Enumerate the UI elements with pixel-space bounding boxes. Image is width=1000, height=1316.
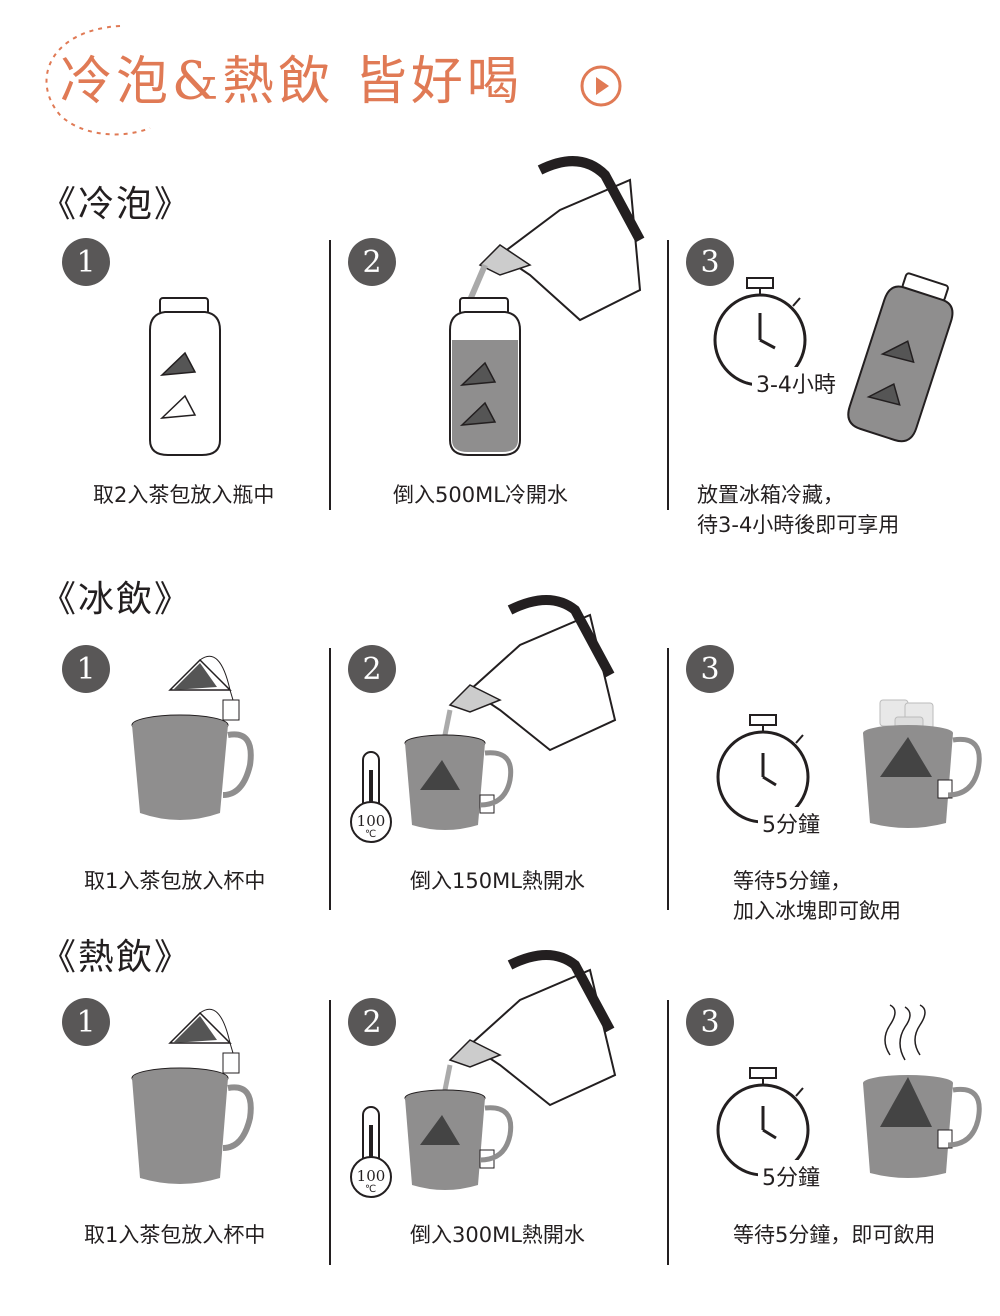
steam-icon xyxy=(863,1004,982,1178)
timer-label: 3-4小時 xyxy=(752,367,840,399)
play-icon[interactable] xyxy=(580,65,622,107)
mug-icon xyxy=(131,655,254,820)
kettle-icon xyxy=(467,156,645,322)
page-title: 冷泡&熱飲 皆好喝 xyxy=(60,52,523,112)
header-decoration xyxy=(45,25,622,136)
mug-icon xyxy=(131,1008,254,1184)
timer-label: 5分鐘 xyxy=(758,1160,824,1192)
section-title-cold-brew: 《冷泡》 xyxy=(40,184,193,225)
timer-icon xyxy=(716,714,810,824)
step-caption: 待3-4小時後即可享用 xyxy=(697,513,900,537)
divider xyxy=(667,648,669,910)
timer-label: 5分鐘 xyxy=(758,807,824,839)
mug-icon xyxy=(404,734,514,830)
divider xyxy=(329,240,331,510)
step-caption: 取1入茶包放入杯中 xyxy=(84,1223,266,1247)
divider xyxy=(329,648,331,910)
step-number: 2 xyxy=(348,238,396,286)
bottle-icon xyxy=(449,297,521,456)
divider xyxy=(667,240,669,510)
bottle-icon xyxy=(847,272,954,443)
ice-icon xyxy=(863,699,982,828)
mug-icon xyxy=(404,1089,514,1190)
thermometer-value: 100 xyxy=(356,812,386,830)
step-caption: 取1入茶包放入杯中 xyxy=(84,869,266,893)
step-number: 1 xyxy=(62,998,110,1046)
step-caption: 等待5分鐘，即可飲用 xyxy=(733,1223,936,1247)
thermometer-icon xyxy=(350,751,392,843)
step-number: 1 xyxy=(62,238,110,286)
divider xyxy=(329,1000,331,1265)
section-title-hot: 《熱飲》 xyxy=(40,937,193,978)
step-number: 1 xyxy=(62,645,110,693)
step-number: 2 xyxy=(348,645,396,693)
step-caption: 倒入300ML熱開水 xyxy=(410,1223,585,1247)
step-number: 3 xyxy=(686,998,734,1046)
step-number: 3 xyxy=(686,238,734,286)
kettle-icon xyxy=(437,950,617,1116)
step-caption: 取2入茶包放入瓶中 xyxy=(93,483,275,507)
step-caption: 等待5分鐘， xyxy=(733,869,852,893)
thermometer-unit: ℃ xyxy=(365,1184,377,1195)
step-caption: 加入冰塊即可飲用 xyxy=(733,899,901,923)
section-title-iced: 《冰飲》 xyxy=(40,579,193,620)
step-caption: 放置冰箱冷藏， xyxy=(697,483,844,507)
divider xyxy=(667,1000,669,1265)
step-number: 2 xyxy=(348,998,396,1046)
step-number: 3 xyxy=(686,645,734,693)
thermometer-icon xyxy=(350,1106,392,1198)
step-caption: 倒入150ML熱開水 xyxy=(410,869,585,893)
thermometer-value: 100 xyxy=(356,1167,386,1185)
step-caption: 倒入500ML冷開水 xyxy=(393,483,568,507)
thermometer-unit: ℃ xyxy=(365,829,377,840)
bottle-icon xyxy=(149,297,221,456)
